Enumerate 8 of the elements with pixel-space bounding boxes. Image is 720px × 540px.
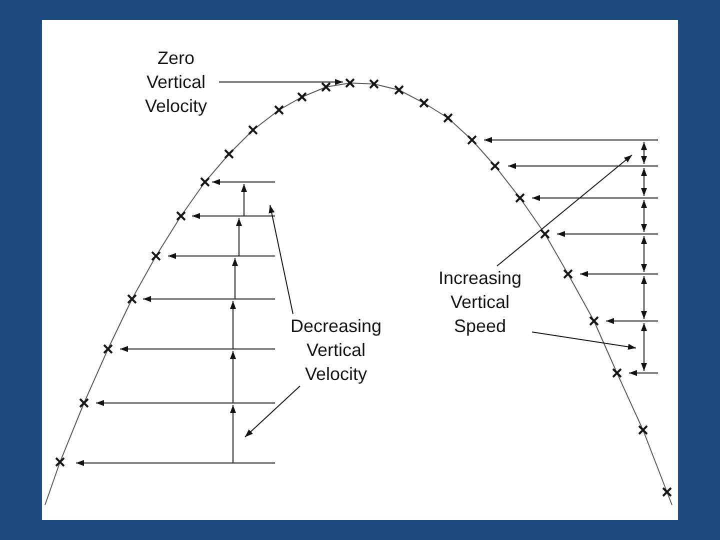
leader-line (532, 332, 636, 350)
callout-label: Zero Vertical Velocity (144, 47, 208, 118)
leader-line (496, 154, 632, 266)
callout-label: Increasing Vertical Speed (437, 267, 523, 338)
leader-line (268, 204, 294, 314)
leader-line (244, 386, 300, 438)
leader-line (218, 79, 344, 85)
callout-label: Decreasing Vertical Velocity (289, 315, 383, 386)
